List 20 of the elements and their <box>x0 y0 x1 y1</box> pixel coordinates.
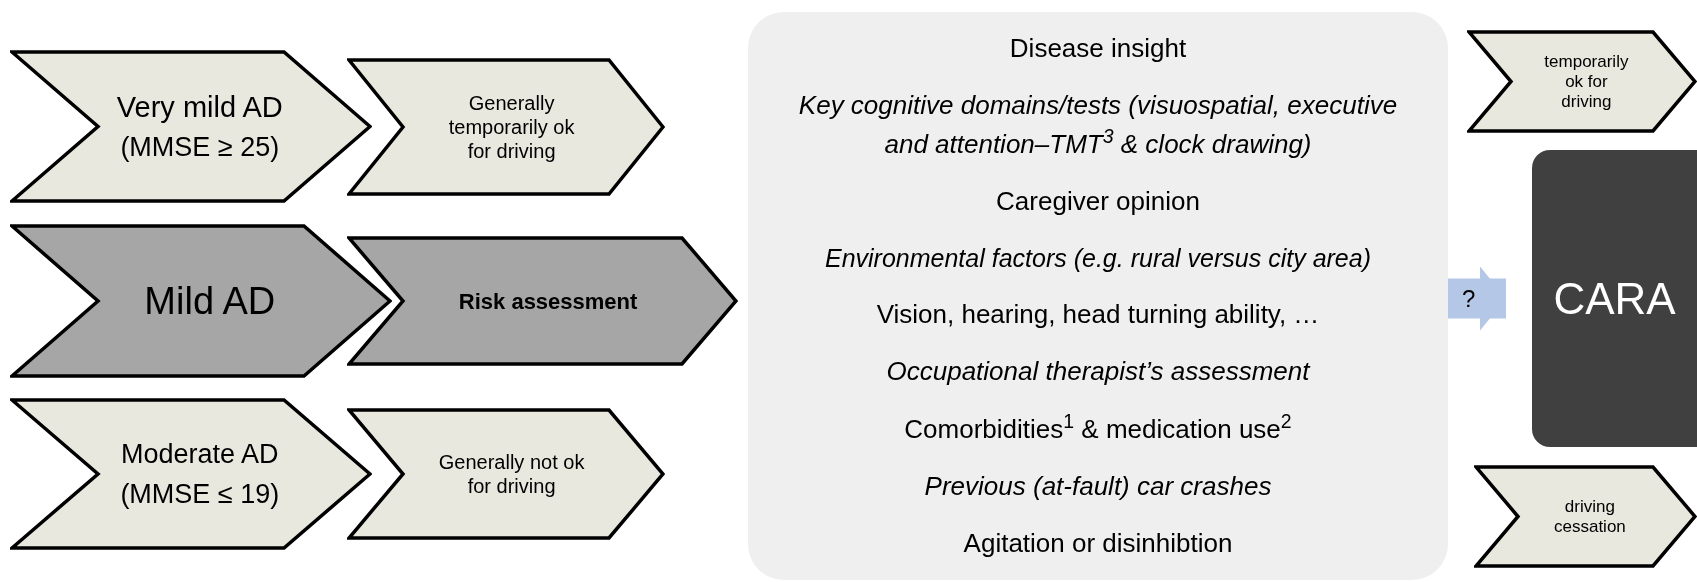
node-text: CARA <box>1553 272 1676 325</box>
node-text: (MMSE ≥ 25) <box>120 130 280 164</box>
node-text: Risk assessment <box>458 287 638 316</box>
node-text: Mild AD <box>144 278 276 324</box>
node-text: Environmental factors (e.g. rural versus city area) <box>824 242 1371 274</box>
node-text: Agitation or disinhibtion <box>963 526 1233 560</box>
node-text: driving cessation <box>1552 496 1627 537</box>
node-text: Caregiver opinion <box>996 185 1200 219</box>
node-text: Previous (at-fault) car crashes <box>924 469 1272 503</box>
node-text: Occupational therapist’s assessment <box>886 355 1310 389</box>
node-text: Vision, hearing, head turning ability, … <box>876 298 1320 332</box>
node-text: Moderate AD <box>121 438 279 471</box>
node-text: Generally not ok for driving <box>437 450 586 498</box>
node-text: Key cognitive domains/tests (visuospatial, executive and attention–TMT$^{3}$ & clock drawing) <box>798 89 1398 162</box>
node-text: Generally temporarily ok for driving <box>447 91 576 163</box>
node-text: Disease insight <box>1009 32 1187 66</box>
node-text: Very mild AD <box>116 89 283 125</box>
node-text: (MMSE ≤ 19) <box>120 478 280 511</box>
node-text: Comorbidities$^{1}$ & medication use$^{2}$ <box>904 409 1292 446</box>
node-text: temporarily ok for driving <box>1543 51 1630 112</box>
